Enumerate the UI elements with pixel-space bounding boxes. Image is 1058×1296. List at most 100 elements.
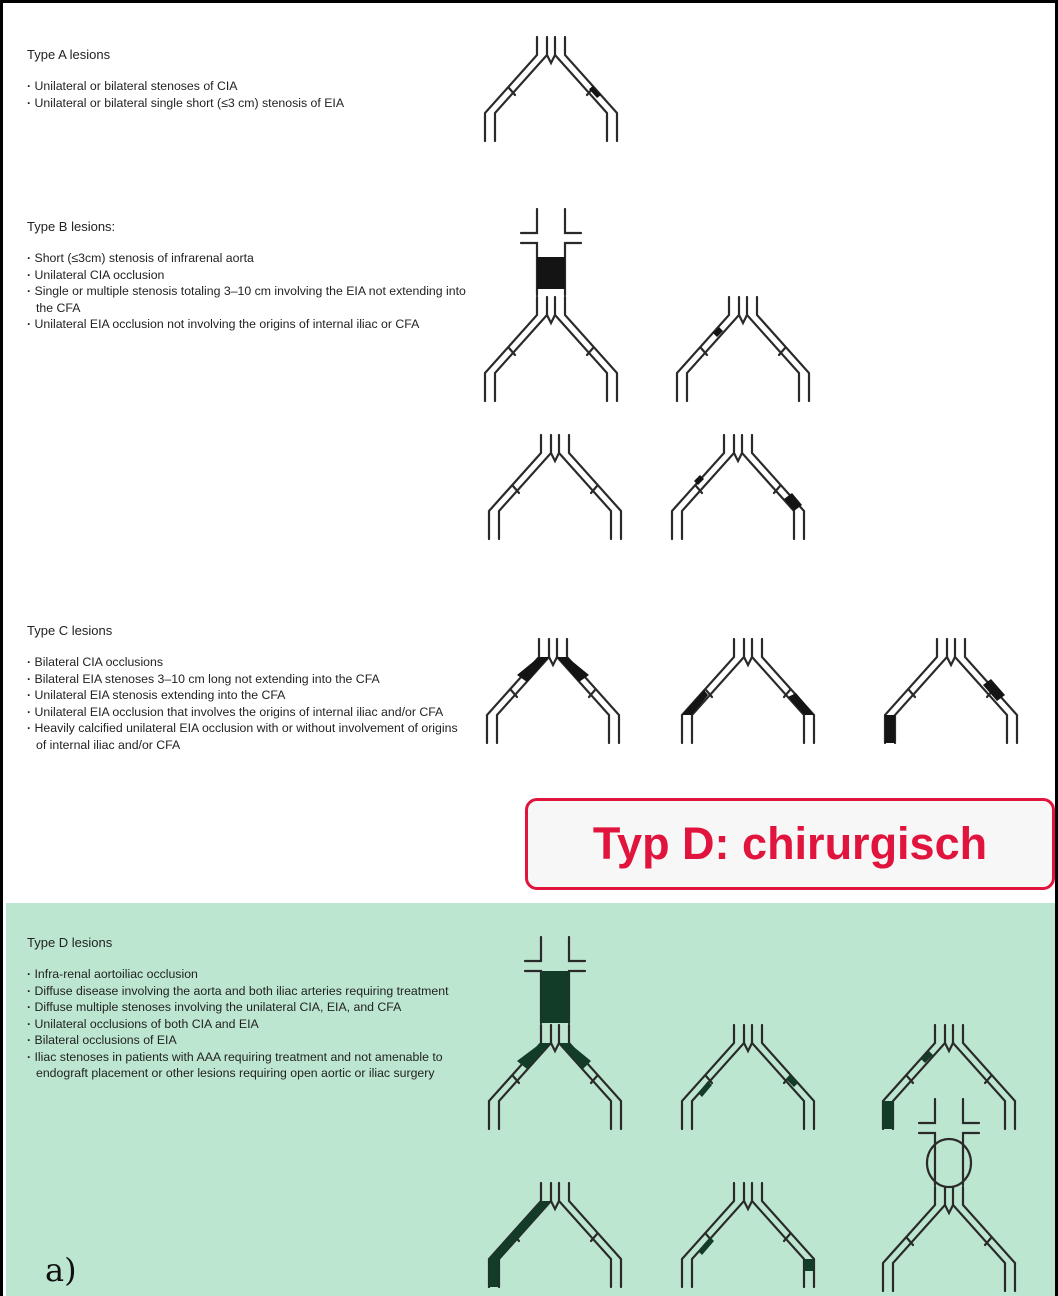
vessel-wall [690,1181,746,1289]
vessel-wall [549,1199,561,1212]
lesion-mark [786,1075,798,1087]
type-b-diagram-4 [670,433,806,541]
type-d-diagram-5 [680,1181,816,1289]
type-b-diagram-2 [675,295,811,403]
aorta-wall [563,241,583,297]
callout-text: Typ D: chirurgisch [592,818,988,869]
vessel-wall [563,295,619,403]
list-item: Diffuse multiple stenoses involving the … [27,999,477,1016]
type-c-diagram-3 [883,637,1019,745]
vessel-wall [750,1181,806,1289]
renal-artery [563,207,583,235]
internal-iliac-branch [511,484,521,495]
callout-box: Typ D: chirurgisch [525,798,1055,890]
vessel-wall [680,433,736,541]
internal-iliac-branch [507,86,517,97]
type-b-title: Type B lesions: [27,219,116,234]
iliac-bifurcation [883,637,1019,745]
vessel-wall [737,313,749,326]
internal-iliac-branch [704,1074,714,1085]
vessel-wall [680,1181,736,1289]
internal-iliac-branch [772,484,782,495]
lesion-mark [589,86,601,98]
aorta-wall [567,969,587,1025]
vessel-wall [557,1181,613,1289]
renal-artery [961,1097,981,1125]
vessel-wall [760,1023,816,1131]
vessel-wall [742,655,754,668]
type-b-diagram-3 [487,433,623,541]
type-b-list: Short (≤3cm) stenosis of infrarenal aort… [27,250,477,333]
internal-iliac-branch [905,1074,915,1085]
vessel-wall [690,637,746,745]
vessel-wall [485,637,541,745]
internal-iliac-branch [507,346,517,357]
internal-iliac-branch [587,688,597,699]
iliac-bifurcation [675,295,811,403]
list-item: Bilateral EIA stenoses 3–10 cm long not … [27,671,467,688]
vessel-wall [742,1199,754,1212]
internal-iliac-branch [694,484,704,495]
type-c-section: Type C lesions Bilateral CIA occlusions … [27,623,467,753]
vessel-wall [690,1023,746,1131]
internal-iliac-branch [983,1074,993,1085]
iliac-bifurcation [680,1023,816,1131]
list-item: Short (≤3cm) stenosis of infrarenal aort… [27,250,477,267]
vessel-wall [953,637,1009,745]
aorta-segment [917,1097,981,1189]
vessel-wall [565,637,621,745]
type-c-title: Type C lesions [27,623,113,638]
vessel-wall [742,1041,754,1054]
vessel-wall [680,637,736,745]
list-item: Unilateral EIA stenosis extending into t… [27,687,467,704]
vessel-wall [553,295,609,403]
vessel-wall [740,433,796,541]
vessel-wall [750,1023,806,1131]
iliac-bifurcation [483,295,619,403]
type-a-diagram-1 [483,35,619,143]
aorta-wall [519,241,539,297]
vessel-wall [567,1023,623,1131]
vessel-wall [760,637,816,745]
type-d-diagram-4 [487,1181,623,1289]
vessel-wall [483,35,539,143]
list-item: Iliac stenoses in patients with AAA requ… [27,1049,477,1082]
lesion-mark [713,327,723,337]
type-d-diagram-6 [881,1097,1017,1293]
list-item: Unilateral EIA occlusion that involves t… [27,704,467,721]
vessel-wall [487,433,543,541]
vessel-wall [680,1023,736,1131]
iliac-bifurcation [483,35,619,143]
vessel-wall [685,295,741,403]
internal-iliac-branch [589,1074,599,1085]
iliac-bifurcation [881,1185,1017,1293]
renal-artery [567,935,587,963]
aorta-wall [961,1131,981,1187]
vessel-wall [750,637,806,745]
vessel-wall [547,655,559,668]
internal-iliac-branch [983,1236,993,1247]
internal-iliac-branch [509,688,519,699]
vessel-wall [549,1041,561,1054]
internal-iliac-branch [511,1074,521,1085]
iliac-bifurcation [487,1023,623,1131]
internal-iliac-branch [905,1236,915,1247]
iliac-bifurcation [680,1181,816,1289]
lesion-mark [557,657,589,682]
list-item: Unilateral CIA occlusion [27,267,477,284]
vessel-wall [943,1203,955,1216]
iliac-bifurcation [487,1181,623,1289]
internal-iliac-branch [699,346,709,357]
type-c-diagram-2 [680,637,816,745]
internal-iliac-branch [907,688,917,699]
renal-artery [519,207,539,235]
type-d-section: Type D lesions Infra-renal aortoiliac oc… [27,935,477,1082]
type-a-section: Type A lesions Unilateral or bilateral s… [27,47,497,111]
lesion-mark [698,1237,714,1255]
vessel-wall [555,637,611,745]
vessel-wall [545,53,557,66]
lesion-mark [885,715,895,743]
vessel-wall [483,295,539,403]
internal-iliac-branch [704,688,714,699]
iliac-bifurcation [487,433,623,541]
